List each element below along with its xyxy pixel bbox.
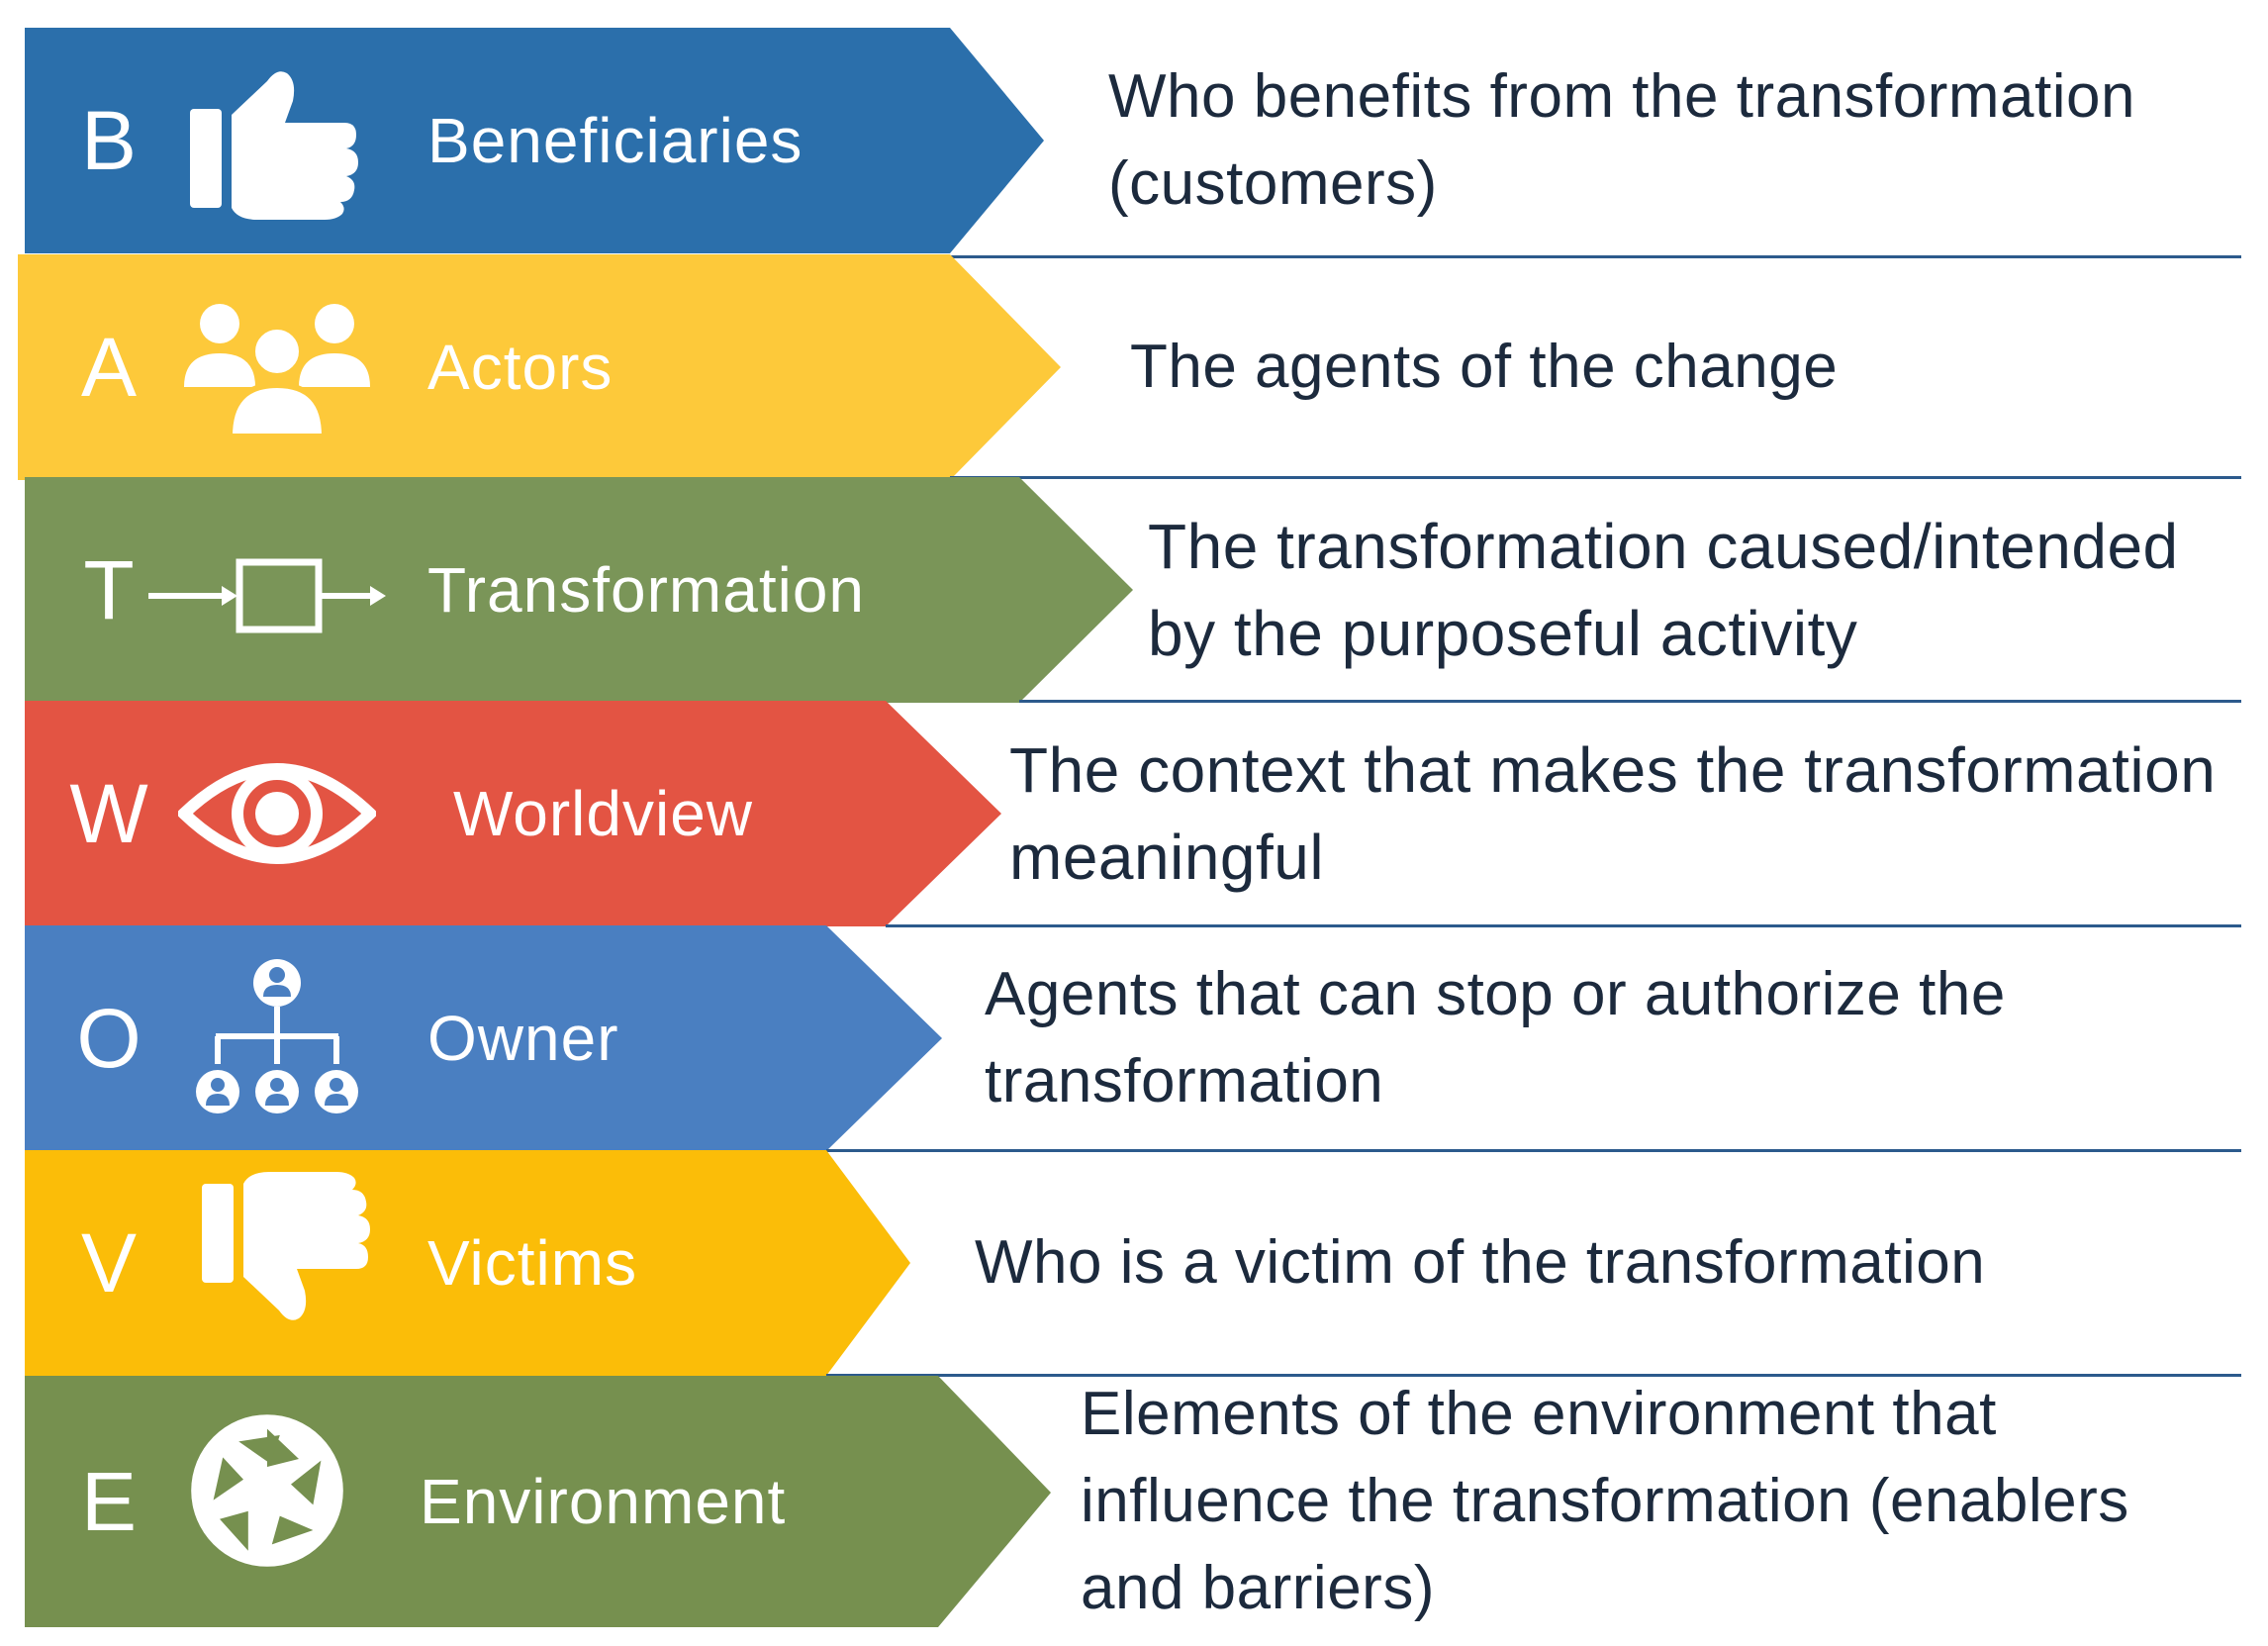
row-letter: E (80, 1454, 138, 1548)
row-letter: W (69, 766, 148, 860)
row-arrow (25, 701, 1001, 926)
thumbs-up-icon (190, 71, 358, 220)
separator-line (826, 1149, 2241, 1152)
row-letter: T (83, 542, 135, 636)
row-label: Transformation (427, 554, 865, 626)
separator-line (826, 1374, 2241, 1377)
row-description: Who benefits from the transformation (cu… (1108, 62, 2136, 218)
row-description: Elements of the environment that influen… (1081, 1380, 2129, 1622)
row-letter: A (80, 320, 138, 414)
separator-line (1019, 700, 2241, 703)
row-description: The agents of the change (1130, 333, 1839, 401)
row-transformation: T Transformation The transformation caus… (0, 477, 2268, 703)
org-chart-icon (196, 959, 358, 1113)
separator-line (886, 924, 2241, 927)
separator-line (950, 255, 2241, 258)
row-owner: O Owner Agents that can stop or authoriz… (0, 925, 2268, 1151)
row-letter: B (80, 93, 138, 187)
row-label: Actors (427, 332, 614, 403)
row-description: The context that makes the transformatio… (1009, 734, 2217, 893)
row-label: Environment (420, 1466, 787, 1537)
people-group-icon (184, 304, 370, 439)
row-description: Agents that can stop or authorize the tr… (985, 960, 2006, 1115)
row-description: The transformation caused/intended by th… (1148, 511, 2179, 669)
separator-line (950, 476, 2241, 479)
row-label: Beneficiaries (427, 105, 803, 176)
row-description: Who is a victim of the transformation (975, 1228, 1986, 1297)
row-letter: V (80, 1215, 138, 1309)
row-worldview: W Worldview The context that makes the t… (0, 701, 2268, 926)
eye-icon (178, 763, 376, 864)
thumbs-down-icon (202, 1172, 370, 1320)
row-label: Victims (427, 1227, 638, 1299)
row-victims: V Victims Who is a victim of the transfo… (0, 1150, 2268, 1376)
row-letter: O (76, 991, 142, 1085)
row-beneficiaries: B Beneficiaries Who benefits from the tr… (0, 28, 2268, 253)
row-actors: A Actors The agents of the change (0, 254, 2268, 480)
process-box-icon (148, 558, 386, 633)
row-environment: E Environment Elements of the environmen… (0, 1376, 2268, 1627)
row-label: Owner (427, 1003, 619, 1074)
aperture-icon (191, 1414, 343, 1567)
row-arrow (25, 477, 1133, 703)
row-label: Worldview (453, 778, 753, 849)
